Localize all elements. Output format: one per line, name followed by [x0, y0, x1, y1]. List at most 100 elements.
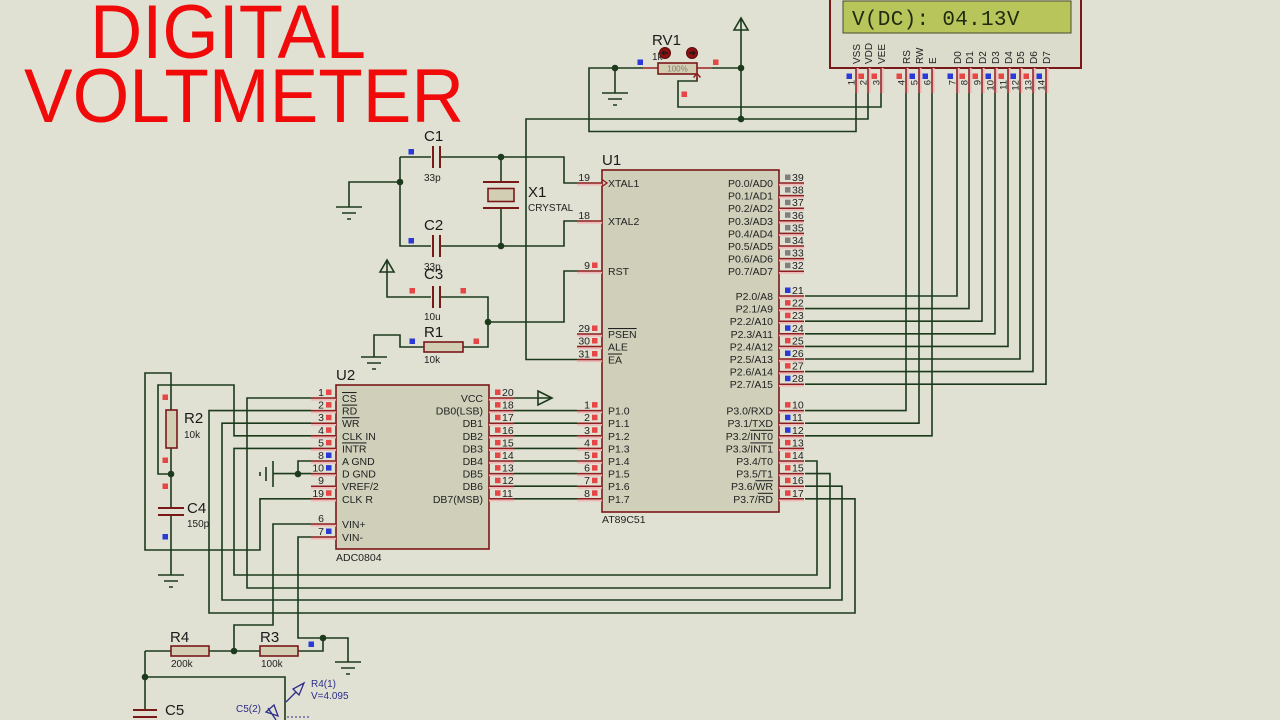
capacitor-plates[interactable]: [432, 286, 441, 308]
capacitor-plates[interactable]: [432, 146, 441, 168]
voltage-probe-c5[interactable]: C5(2): [236, 703, 311, 720]
lcd-pin-6[interactable]: 6E: [922, 57, 940, 93]
lcd-pin-9[interactable]: 9D2: [972, 51, 990, 93]
capacitor-plates[interactable]: [133, 709, 157, 718]
capacitor-plates[interactable]: [432, 235, 441, 257]
crystal-x1[interactable]: X1 CRYSTAL: [483, 181, 574, 214]
capacitor-c5[interactable]: C5: [133, 702, 184, 719]
ground-terminal-icon[interactable]: [602, 92, 628, 106]
vcc-terminal-icon[interactable]: [732, 16, 750, 31]
ground-terminal-icon[interactable]: [259, 461, 274, 487]
resistor-r4[interactable]: R4 200k: [170, 629, 210, 670]
vcc-terminal-icon[interactable]: [378, 258, 396, 273]
capacitor-c2[interactable]: C2 33p: [408, 217, 444, 273]
lcd-pin-7[interactable]: 7D0: [947, 51, 965, 93]
lcd-pin-8[interactable]: 8D1: [959, 51, 977, 93]
capacitor-c3[interactable]: C3 10u: [409, 266, 467, 323]
capacitor-c4[interactable]: C4 150p: [158, 483, 210, 540]
ground-terminal-icon[interactable]: [361, 356, 387, 370]
resistor-body[interactable]: [259, 645, 299, 657]
resistor-r3[interactable]: R3 100k: [259, 629, 314, 670]
u1-body[interactable]: [601, 169, 780, 513]
pot-decrease-button[interactable]: [659, 47, 671, 59]
resistor-r1[interactable]: R1 10k: [409, 324, 480, 366]
capacitor-plates[interactable]: [158, 507, 184, 516]
rv1-potentiometer[interactable]: 100% RV1 1k: [637, 32, 719, 97]
pot-increase-button[interactable]: [686, 47, 698, 59]
resistor-r2[interactable]: R2 10k: [162, 394, 204, 464]
capacitor-c1[interactable]: C1 33p: [408, 128, 444, 184]
vcc-terminal-icon[interactable]: [537, 389, 554, 407]
voltage-probe-r4[interactable]: R4(1) V=4.095: [285, 679, 349, 703]
ground-terminal-icon[interactable]: [336, 206, 362, 220]
u2-body[interactable]: [335, 384, 490, 550]
lcd-display[interactable]: V(DC): 04.13V: [829, 0, 1082, 69]
pot-body[interactable]: [657, 62, 698, 75]
resistor-body[interactable]: [423, 341, 464, 353]
resistor-body[interactable]: [170, 645, 210, 657]
